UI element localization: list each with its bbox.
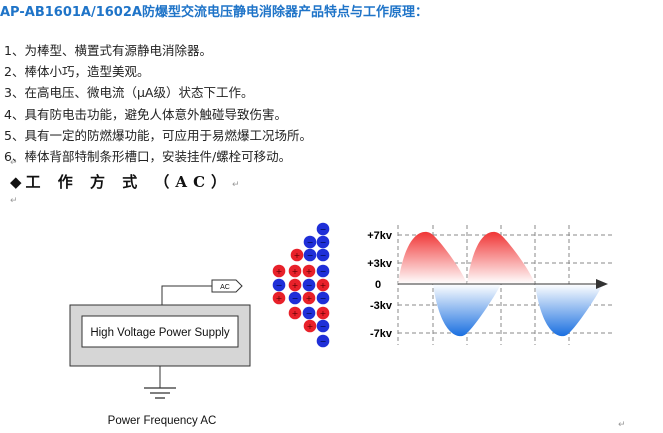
minus-symbol: − — [307, 238, 314, 247]
y-label: +3kv — [367, 258, 393, 270]
return-mark-icon: ↵ — [232, 180, 240, 190]
positive-ion — [288, 264, 302, 278]
positive-ion — [302, 291, 316, 305]
minus-symbol: − — [306, 309, 313, 318]
plus-symbol: + — [307, 322, 314, 331]
plus-symbol: + — [306, 267, 313, 276]
negative-ion — [316, 334, 330, 348]
plus-symbol: + — [276, 294, 283, 303]
y-label: -7kv — [370, 328, 393, 340]
negative-ion — [316, 248, 330, 262]
minus-symbol: − — [320, 225, 327, 234]
minus-symbol: − — [320, 238, 327, 247]
feature-item: 4、具有防电击功能，避免人体意外触碰导致伤害。 — [4, 106, 287, 122]
feature-item: 5、具有一定的防燃爆功能，可应用于易燃爆工况场所。 — [4, 127, 312, 143]
plus-symbol: + — [292, 309, 299, 318]
plus-symbol: + — [320, 281, 327, 290]
ground-caption: Power Frequency AC — [108, 415, 217, 427]
minus-symbol: − — [320, 337, 327, 346]
positive-ion — [303, 319, 317, 333]
return-mark-icon: ↵ — [618, 420, 626, 430]
negative-half-wave — [535, 284, 603, 337]
ac-tag-label: AC — [220, 284, 230, 291]
negative-ion — [316, 222, 330, 236]
return-mark-icon: ↵ — [10, 158, 18, 168]
section-heading-text: 工 作 方 式 （AC） — [25, 173, 233, 191]
page-title: AP-AB1601A/1602A防爆型交流电压静电消除器产品特点与工作原理： — [0, 5, 428, 20]
positive-ion — [316, 278, 330, 292]
positive-ion — [272, 291, 286, 305]
positive-ion — [316, 306, 330, 320]
circuit-diagram: High Voltage Power Supply AC Power Frequ… — [69, 279, 251, 427]
negative-ion — [288, 291, 302, 305]
power-supply-label: High Voltage Power Supply — [90, 327, 230, 339]
plus-symbol: + — [292, 267, 299, 276]
feature-item: 3、在高电压、微电流（μA级）状态下工作。 — [4, 85, 254, 101]
plus-symbol: + — [292, 281, 299, 290]
axis-arrow-icon — [596, 279, 608, 289]
minus-symbol: − — [306, 281, 313, 290]
negative-ion — [316, 264, 330, 278]
plus-symbol: + — [294, 251, 301, 260]
negative-ion — [316, 319, 330, 333]
negative-ion — [272, 278, 286, 292]
feature-item: 1、为棒型、横置式有源静电消除器。 — [4, 43, 212, 58]
minus-symbol: − — [292, 294, 299, 303]
positive-ion — [302, 264, 316, 278]
plus-symbol: + — [306, 294, 313, 303]
negative-ion — [316, 291, 330, 305]
positive-ion — [288, 278, 302, 292]
negative-ion — [302, 278, 316, 292]
y-label: +7kv — [367, 230, 393, 242]
minus-symbol: − — [320, 322, 327, 331]
positive-ion — [288, 306, 302, 320]
power-supply-box — [81, 315, 239, 348]
y-label: -3kv — [370, 300, 393, 312]
ground-icon — [144, 387, 176, 399]
negative-half-wave — [433, 284, 501, 337]
diamond-bullet-icon: ◆ — [10, 173, 22, 191]
minus-symbol: − — [307, 251, 314, 260]
minus-symbol: − — [320, 294, 327, 303]
negative-ion — [302, 306, 316, 320]
feature-list: 1、为棒型、横置式有源静电消除器。 2、棒体小巧，造型美观。 3、在高电压、微电… — [4, 40, 312, 167]
negative-ion — [303, 235, 317, 249]
plus-symbol: + — [320, 309, 327, 318]
positive-half-wave — [467, 231, 535, 284]
return-mark-icon: ↵ — [10, 196, 18, 206]
negative-ion — [303, 248, 317, 262]
minus-symbol: − — [320, 251, 327, 260]
positive-ion — [290, 248, 304, 262]
feature-item: 6、棒体背部特制条形槽口，安装挂件/螺栓可移动。 — [4, 149, 292, 165]
plus-symbol: + — [276, 267, 283, 276]
negative-ion — [316, 235, 330, 249]
section-heading: ◆工 作 方 式 （AC）↵ — [10, 171, 240, 192]
y-label: 0 — [375, 279, 381, 291]
ion-cluster: −−−+−−+++−−+−++−+−+−++−− — [272, 222, 330, 348]
output-wire — [161, 285, 212, 305]
minus-symbol: − — [276, 281, 283, 290]
positive-ion — [272, 264, 286, 278]
positive-half-wave — [398, 231, 467, 284]
waveform-chart: +7kv +3kv 0 -3kv -7kv — [367, 225, 612, 345]
feature-item: 2、棒体小巧，造型美观。 — [4, 64, 150, 80]
ac-tag-shape — [211, 279, 243, 293]
minus-symbol: − — [320, 267, 327, 276]
